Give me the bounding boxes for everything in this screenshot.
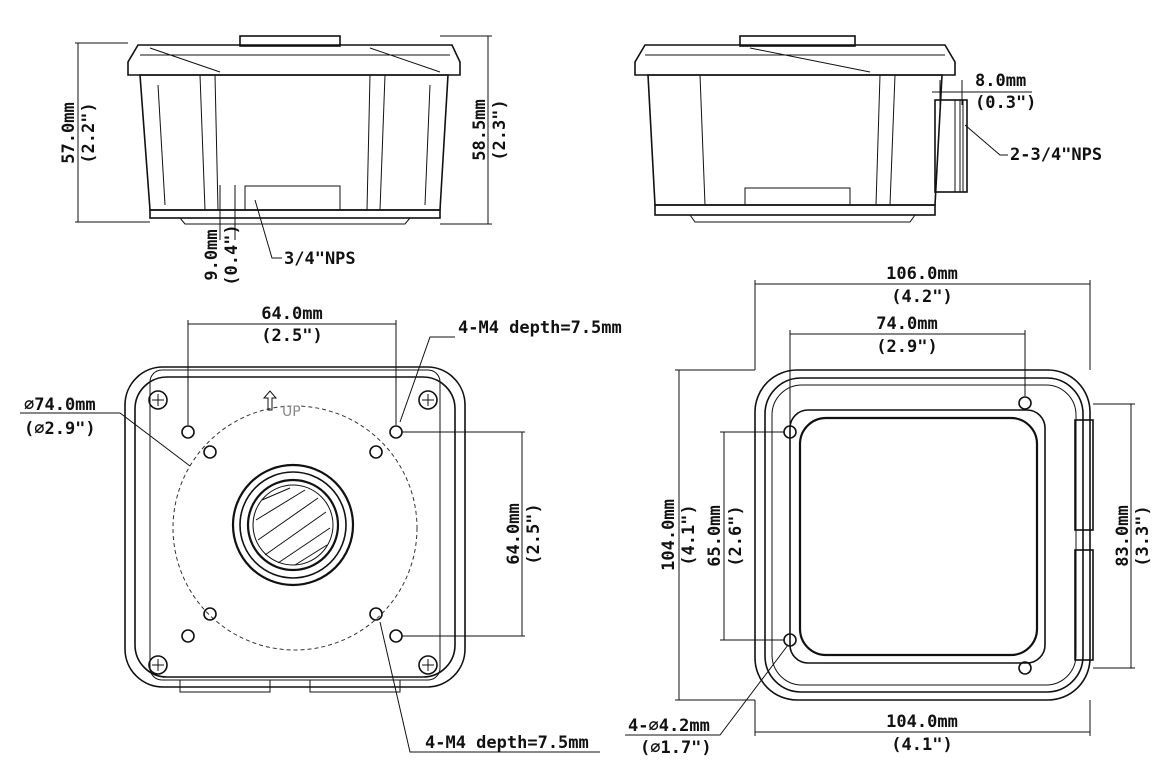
front-height-left-in: (2.2") — [79, 102, 99, 163]
front-bottom-in: (0.4") — [222, 224, 242, 285]
top-width-bottom-mm: 104.0mm — [886, 712, 958, 732]
top-height-holes-in: (2.6") — [726, 505, 746, 566]
front-thread-label: 3/4"NPS — [284, 249, 356, 269]
bottom-spacing-v-mm: 64.0mm — [504, 503, 524, 564]
top-hole-in: (∅1.7") — [640, 738, 712, 758]
top-width-outer-in: (4.2") — [891, 287, 952, 307]
top-height-right-in: (3.3") — [1133, 505, 1153, 566]
top-height-holes-mm: 65.0mm — [705, 505, 725, 566]
bottom-view: UP 64.0mm (2.5") 64.0mm (2.5") ∅74.0mm (… — [20, 304, 622, 753]
up-label: UP — [282, 404, 301, 420]
front-height-right-mm: 58.5mm — [470, 99, 490, 160]
top-width-holes-in: (2.9") — [876, 337, 937, 357]
circle-dia-mm: ∅74.0mm — [24, 395, 96, 415]
top-height-outer-in: (4.1") — [679, 504, 699, 565]
front-view: 57.0mm (2.2") 58.5mm (2.3") 9.0mm (0.4")… — [59, 35, 510, 286]
bottom-spacing-h-in: (2.5") — [261, 326, 322, 346]
side-offset-mm: 8.0mm — [975, 71, 1026, 91]
top-width-holes-mm: 74.0mm — [876, 314, 937, 334]
top-width-outer-mm: 106.0mm — [886, 264, 958, 284]
circle-dia-in: (∅2.9") — [24, 419, 96, 439]
tap-top-label: 4-M4 depth=7.5mm — [458, 318, 622, 338]
top-height-outer-mm: 104.0mm — [659, 499, 679, 571]
tap-bottom-label: 4-M4 depth=7.5mm — [425, 733, 589, 753]
side-offset-in: (0.3") — [975, 93, 1036, 113]
top-height-right-mm: 83.0mm — [1113, 505, 1133, 566]
front-height-left-mm: 57.0mm — [59, 102, 79, 163]
top-view: 106.0mm (4.2") 74.0mm (2.9") 104.0mm (4.… — [625, 264, 1153, 758]
bottom-spacing-h-mm: 64.0mm — [261, 304, 322, 324]
front-height-right-in: (2.3") — [490, 99, 510, 160]
front-bottom-mm: 9.0mm — [202, 229, 222, 280]
side-thread-label: 2-3/4"NPS — [1010, 145, 1102, 165]
side-view: 8.0mm (0.3") 2-3/4"NPS — [634, 35, 1102, 223]
bottom-spacing-v-in: (2.5") — [524, 503, 544, 564]
top-width-bottom-in: (4.1") — [891, 735, 952, 755]
top-hole-mm: 4-∅4.2mm — [628, 716, 710, 736]
